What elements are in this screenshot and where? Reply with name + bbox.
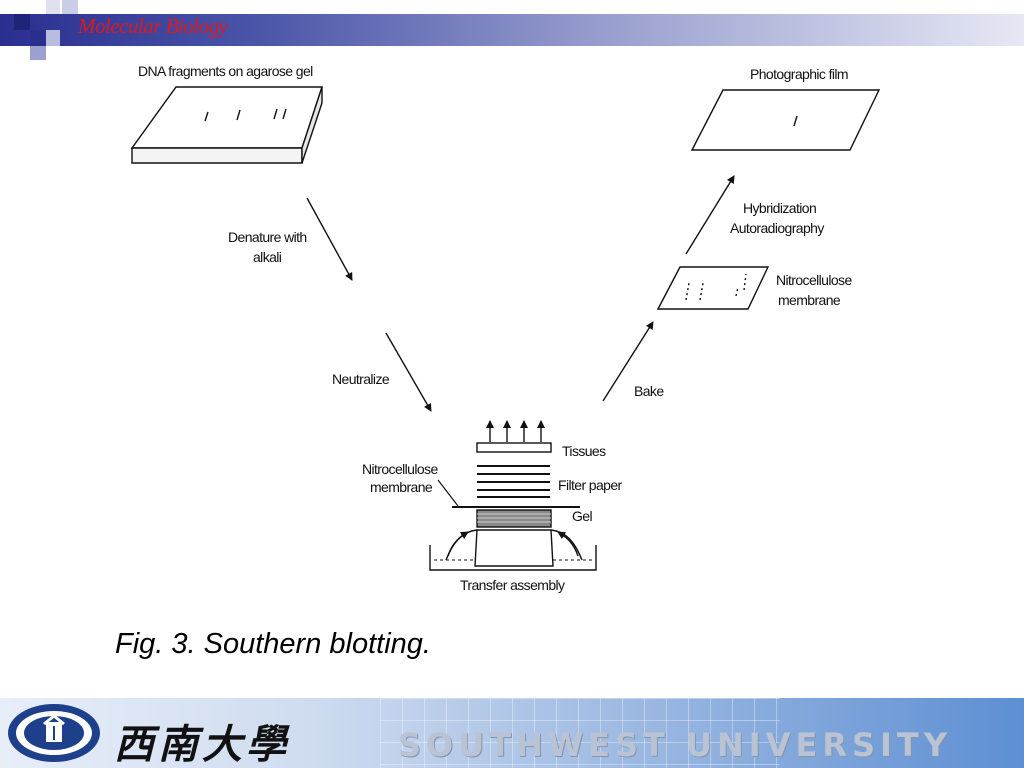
label-nitrocellulose-left-2: membrane	[370, 479, 433, 495]
slide-header-title: Molecular Biology	[78, 14, 228, 38]
label-nitrocellulose-left-1: Nitrocellulose	[362, 461, 438, 477]
arrow-denature	[306, 197, 353, 281]
decor-square	[46, 0, 60, 14]
decor-square	[46, 30, 60, 46]
label-dna-fragments: DNA fragments on agarose gel	[138, 63, 313, 79]
university-seal-logo	[8, 704, 100, 762]
university-name-english: SOUTHWEST UNIVERSITY	[398, 726, 952, 764]
label-gel: Gel	[572, 508, 592, 524]
label-filter-paper: Filter paper	[558, 477, 623, 493]
label-tissues: Tissues	[562, 443, 606, 459]
label-denature-2: alkali	[253, 249, 282, 265]
decor-square	[30, 30, 46, 46]
membrane-pointer	[437, 479, 459, 507]
header-bar	[0, 14, 1024, 46]
label-autoradiography: Autoradiography	[730, 220, 824, 236]
decor-square	[62, 0, 78, 14]
nitrocellulose-membrane-right	[656, 266, 770, 310]
label-hybridization: Hybridization	[743, 200, 816, 216]
label-photographic-film: Photographic film	[750, 66, 848, 82]
agarose-gel-slab	[130, 86, 323, 164]
arrow-bake	[602, 321, 654, 402]
decor-square	[14, 14, 30, 30]
header-decoration	[0, 0, 80, 64]
label-nitrocellulose-right-1: Nitrocellulose	[776, 272, 852, 288]
footer-grid-decoration	[380, 698, 780, 768]
label-bake: Bake	[634, 383, 664, 399]
arrow-hybridization	[685, 175, 735, 255]
photographic-film	[690, 89, 881, 151]
transfer-assembly	[429, 420, 597, 571]
label-denature-1: Denature with	[228, 229, 307, 245]
figure-caption: Fig. 3. Southern blotting.	[115, 628, 431, 660]
label-nitrocellulose-right-2: membrane	[778, 292, 841, 308]
university-name-chinese: 西南大學	[114, 721, 290, 768]
southern-blotting-diagram: DNA fragments on agarose gel Denature wi…	[130, 63, 881, 593]
label-neutralize: Neutralize	[332, 371, 390, 387]
label-transfer-assembly: Transfer assembly	[460, 577, 565, 593]
university-footer-banner: 西南大學 SOUTHWEST UNIVERSITY	[0, 698, 1024, 768]
arrow-neutralize	[385, 332, 432, 412]
decor-square	[30, 46, 46, 60]
